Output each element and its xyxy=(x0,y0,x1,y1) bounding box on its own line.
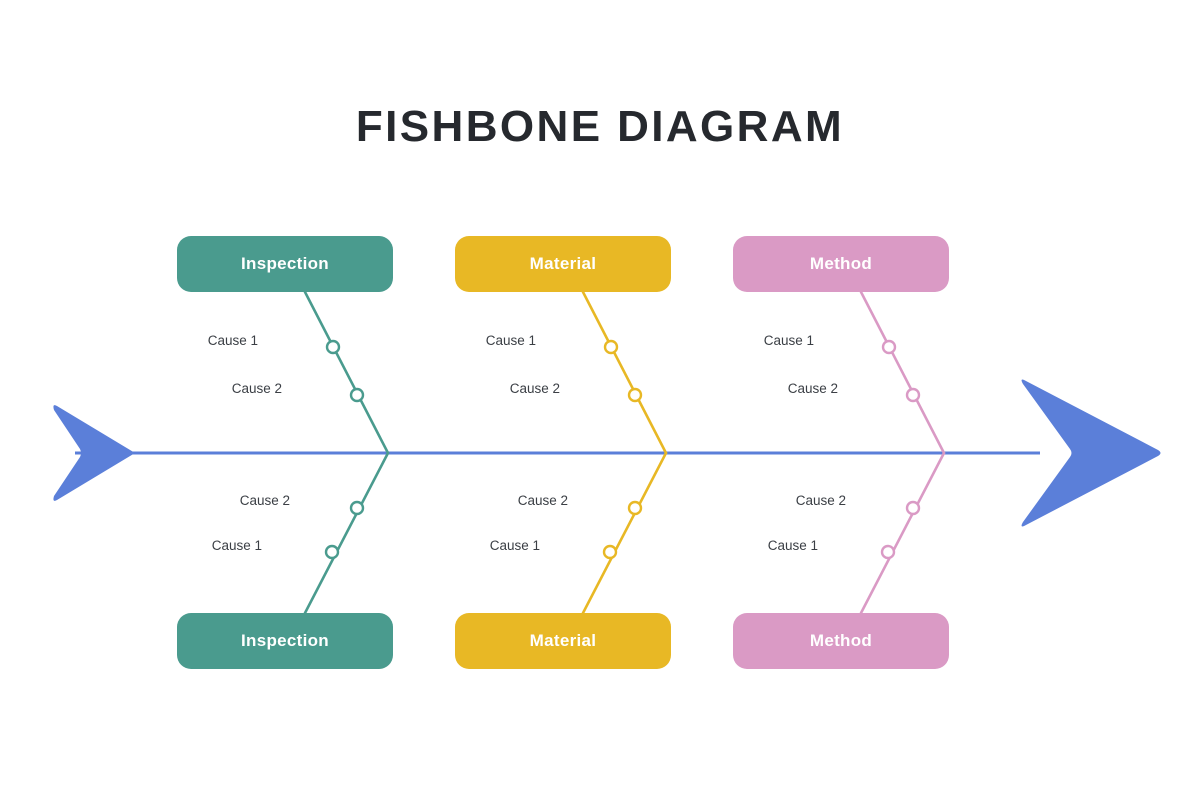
cause-label-inspection-bottom-1: Cause 2 xyxy=(239,493,290,508)
cause-marker-inspection-bottom-2[interactable] xyxy=(324,544,340,560)
bone-line-material-top xyxy=(581,290,668,455)
cause-label-inspection-bottom-2: Cause 1 xyxy=(211,538,262,553)
cause-marker-method-bottom-1[interactable] xyxy=(905,500,921,516)
cause-marker-material-top-1[interactable] xyxy=(603,339,619,355)
category-box-label: Material xyxy=(529,631,597,650)
cause-marker-inspection-top-1[interactable] xyxy=(325,339,341,355)
cause-label-method-bottom-2: Cause 1 xyxy=(767,538,818,553)
fish-tail-shape xyxy=(53,405,135,501)
cause-marker-material-top-2[interactable] xyxy=(627,387,643,403)
bone-line-inspection-top xyxy=(303,290,390,455)
category-box-label: Material xyxy=(529,254,597,273)
cause-label-material-top-2: Cause 2 xyxy=(509,381,560,396)
cause-label-method-top-2: Cause 2 xyxy=(787,381,838,396)
cause-label-inspection-top-1: Cause 1 xyxy=(207,333,258,348)
fish-tail-group xyxy=(53,405,135,501)
cause-label-material-bottom-1: Cause 2 xyxy=(517,493,568,508)
cause-marker-material-bottom-2[interactable] xyxy=(602,544,618,560)
cause-marker-method-top-2[interactable] xyxy=(905,387,921,403)
category-box-method-bottom[interactable]: Method xyxy=(733,613,949,669)
fish-bones-group xyxy=(303,290,946,615)
category-box-material-top[interactable]: Material xyxy=(455,236,671,292)
bone-line-inspection-bottom xyxy=(303,451,390,615)
cause-label-material-bottom-2: Cause 1 xyxy=(489,538,540,553)
category-box-material-bottom[interactable]: Material xyxy=(455,613,671,669)
bone-line-method-bottom xyxy=(859,451,946,615)
fish-head-shape xyxy=(1021,379,1161,527)
cause-markers-group xyxy=(324,339,921,560)
cause-label-method-top-1: Cause 1 xyxy=(763,333,814,348)
bone-line-material-bottom xyxy=(581,451,668,615)
cause-label-material-top-1: Cause 1 xyxy=(485,333,536,348)
cause-marker-method-bottom-2[interactable] xyxy=(880,544,896,560)
category-box-label: Method xyxy=(809,631,873,650)
category-box-label: Method xyxy=(809,254,873,273)
cause-label-method-bottom-1: Cause 2 xyxy=(795,493,846,508)
cause-marker-material-bottom-1[interactable] xyxy=(627,500,643,516)
fish-head-group xyxy=(1021,379,1161,527)
category-box-label: Inspection xyxy=(240,631,329,650)
category-box-inspection-top[interactable]: Inspection xyxy=(177,236,393,292)
bone-line-method-top xyxy=(859,290,946,455)
category-box-inspection-bottom[interactable]: Inspection xyxy=(177,613,393,669)
category-box-label: Inspection xyxy=(240,254,329,273)
page-title: FISHBONE DIAGRAM xyxy=(355,102,845,151)
cause-marker-inspection-bottom-1[interactable] xyxy=(349,500,365,516)
category-box-method-top[interactable]: Method xyxy=(733,236,949,292)
cause-marker-method-top-1[interactable] xyxy=(881,339,897,355)
cause-marker-inspection-top-2[interactable] xyxy=(349,387,365,403)
cause-label-inspection-top-2: Cause 2 xyxy=(231,381,282,396)
